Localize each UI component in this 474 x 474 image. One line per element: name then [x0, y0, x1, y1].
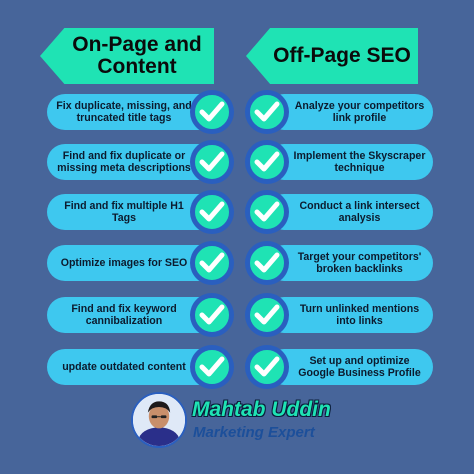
person-portrait-icon	[133, 394, 185, 446]
off-page-item-label: Conduct a link intersect analysis	[299, 200, 420, 224]
list-row: Find and fix multiple H1 Tags Conduct a l…	[0, 190, 474, 234]
off-page-item-label: Implement the Skyscraper technique	[293, 150, 426, 174]
check-circle-icon	[243, 188, 291, 236]
off-page-item: Target your competitors' broken backlink…	[266, 245, 433, 281]
list-row: update outdated content Set up and optimi…	[0, 345, 474, 389]
author-role: Marketing Expert	[193, 424, 315, 441]
check-circle-icon	[243, 343, 291, 391]
off-page-item: Analyze your competitors link profile	[266, 94, 433, 130]
list-row: Find and fix keyword cannibalization Turn…	[0, 293, 474, 337]
on-page-item: Optimize images for SEO	[47, 245, 217, 281]
check-circle-icon	[188, 188, 236, 236]
check-circle-icon	[188, 239, 236, 287]
on-page-item-label: Find and fix multiple H1 Tags	[64, 200, 184, 224]
on-page-item-label: Fix duplicate, missing, and truncated ti…	[56, 100, 192, 124]
check-circle-icon	[188, 291, 236, 339]
off-page-item: Set up and optimize Google Business Prof…	[266, 349, 433, 385]
check-circle-icon	[243, 88, 291, 136]
on-page-item-label: Optimize images for SEO	[60, 257, 188, 269]
check-circle-icon	[188, 88, 236, 136]
check-circle-icon	[188, 343, 236, 391]
on-page-item: update outdated content	[47, 349, 217, 385]
list-row: Optimize images for SEO Target your compe…	[0, 241, 474, 285]
off-page-item-label: Analyze your competitors link profile	[294, 100, 425, 124]
off-page-item: Conduct a link intersect analysis	[266, 194, 433, 230]
on-page-item: Find and fix duplicate or missing meta d…	[47, 144, 217, 180]
on-page-item-label: update outdated content	[62, 361, 186, 373]
list-row: Find and fix duplicate or missing meta d…	[0, 140, 474, 184]
off-page-item-label: Target your competitors' broken backlink…	[297, 251, 422, 275]
on-page-item: Fix duplicate, missing, and truncated ti…	[47, 94, 217, 130]
on-page-item-label: Find and fix keyword cannibalization	[71, 303, 177, 327]
off-page-item-label: Turn unlinked mentions into links	[299, 303, 420, 327]
on-page-item: Find and fix keyword cannibalization	[47, 297, 217, 333]
check-circle-icon	[243, 138, 291, 186]
on-page-header: On-Page and Content	[40, 28, 214, 84]
avatar	[131, 392, 187, 448]
off-page-item-label: Set up and optimize Google Business Prof…	[298, 355, 421, 379]
off-page-header: Off-Page SEO	[246, 28, 418, 84]
check-circle-icon	[243, 239, 291, 287]
on-page-header-label: On-Page and Content	[72, 33, 202, 78]
list-row: Fix duplicate, missing, and truncated ti…	[0, 90, 474, 134]
on-page-item-label: Find and fix duplicate or missing meta d…	[57, 150, 191, 174]
author-name: Mahtab Uddin	[192, 398, 331, 421]
check-circle-icon	[243, 291, 291, 339]
off-page-item: Turn unlinked mentions into links	[266, 297, 433, 333]
off-page-item: Implement the Skyscraper technique	[266, 144, 433, 180]
on-page-item: Find and fix multiple H1 Tags	[47, 194, 217, 230]
off-page-header-label: Off-Page SEO	[273, 44, 411, 67]
check-circle-icon	[188, 138, 236, 186]
